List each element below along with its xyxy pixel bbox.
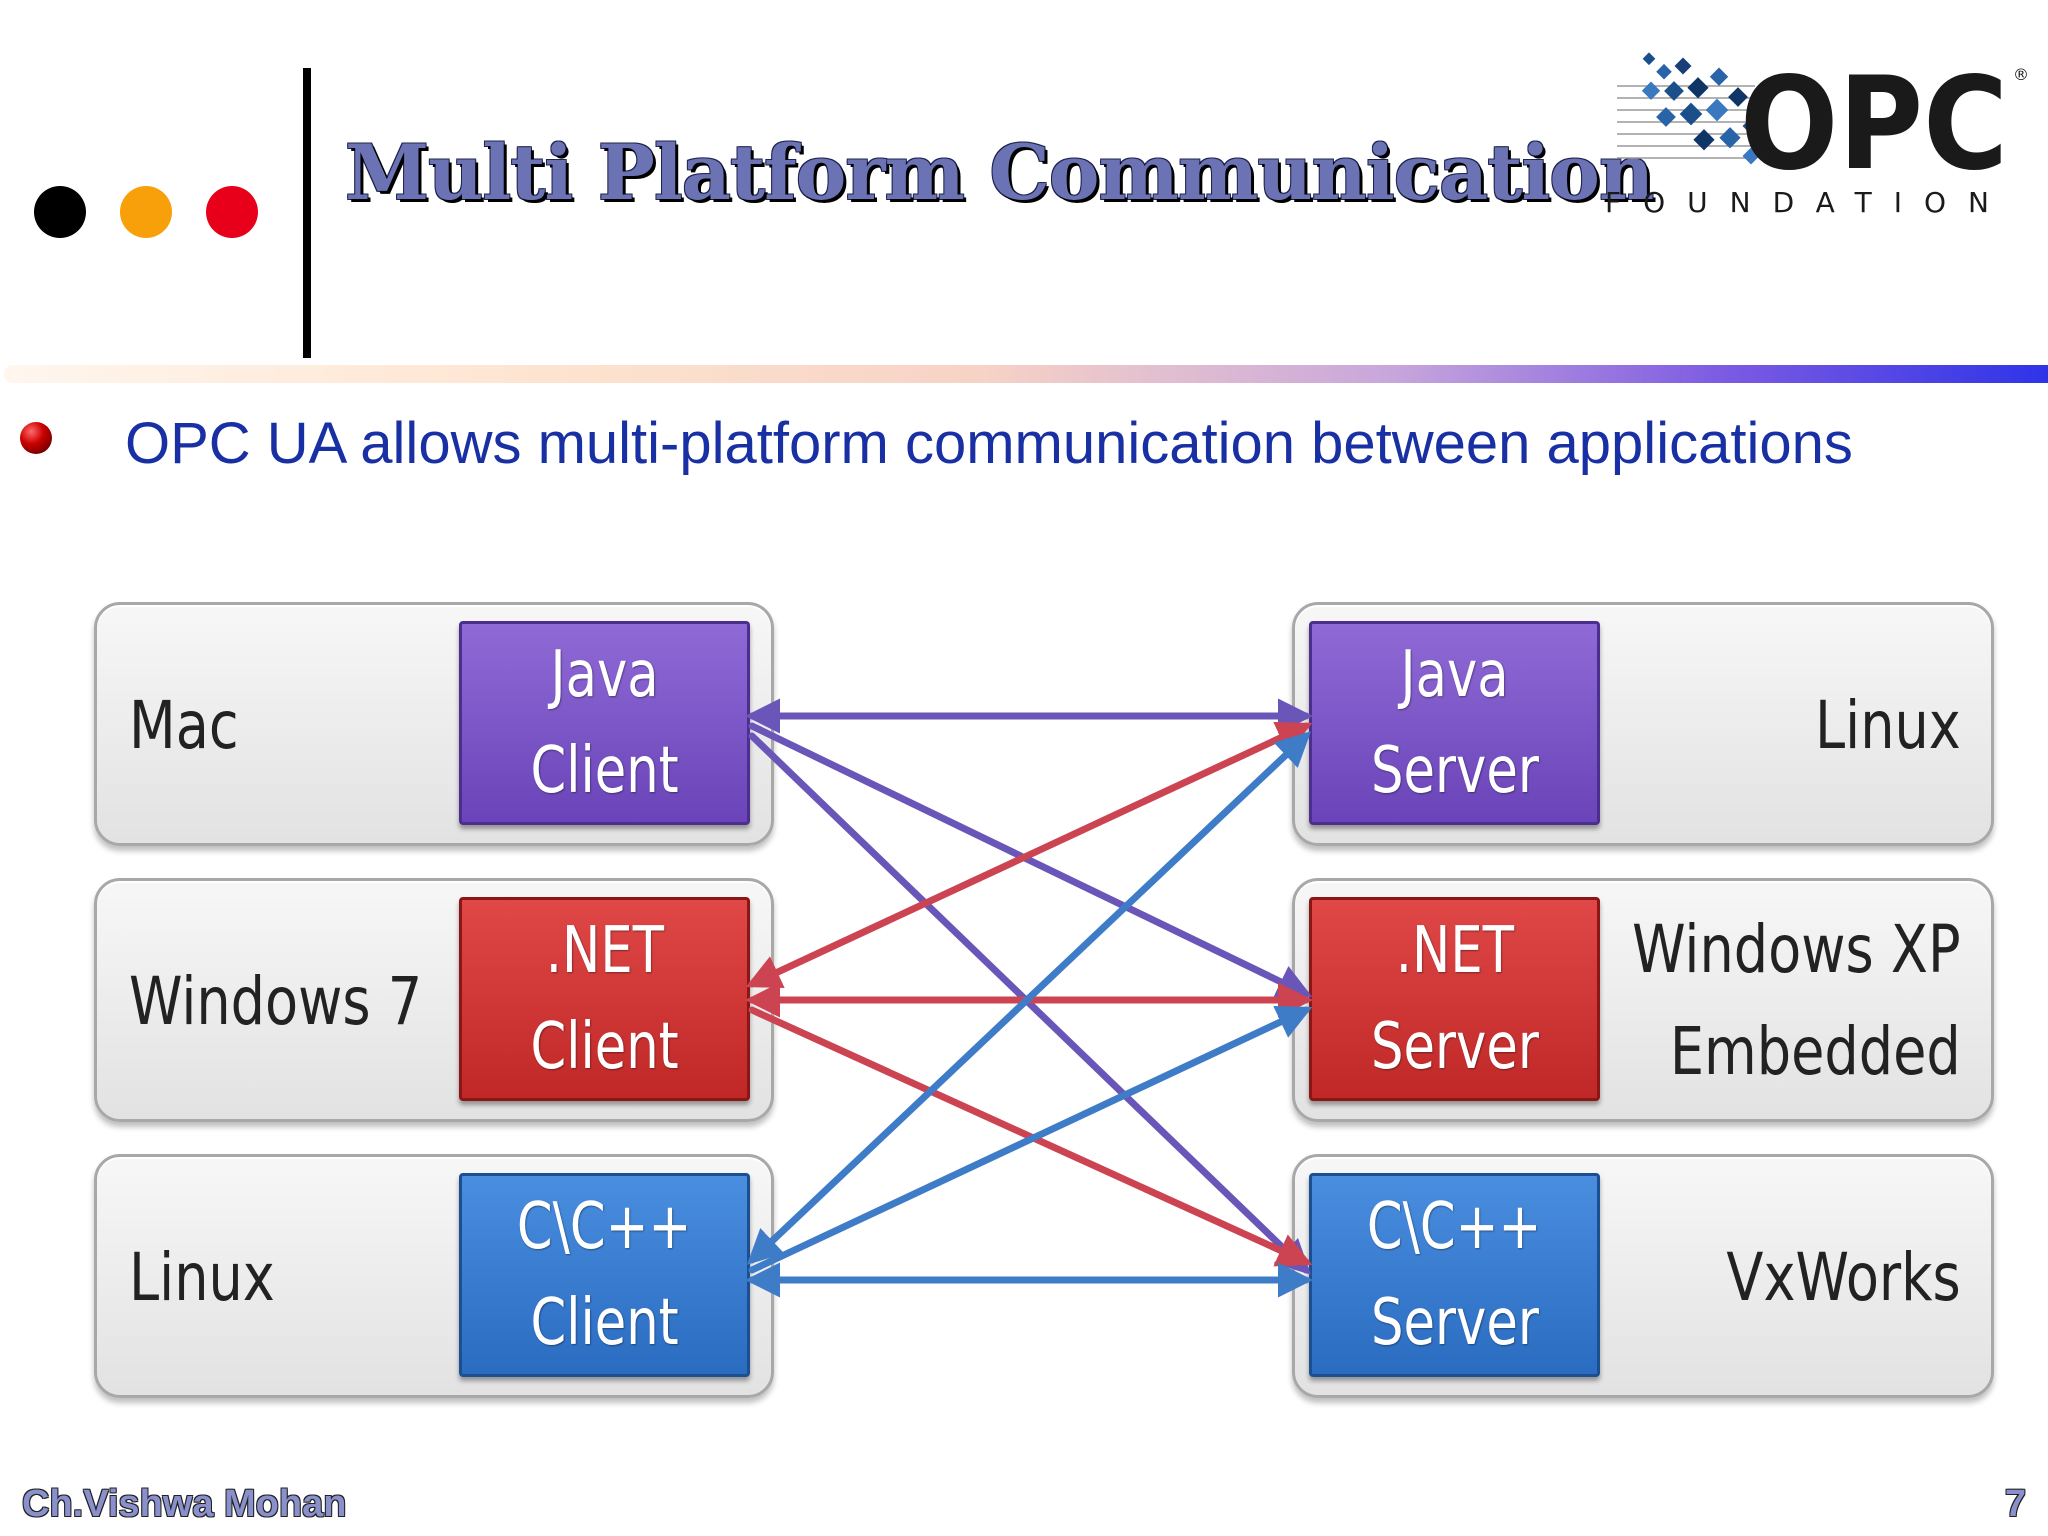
server-panel-vxworks: C\C++ Server VxWorks xyxy=(1292,1154,1994,1398)
net-server-line1: .NET xyxy=(1395,914,1514,988)
cpp-client-line1: C\C++ xyxy=(517,1190,692,1264)
server-os-label-line2: Embedded xyxy=(1670,1013,1961,1090)
client-os-label: Linux xyxy=(129,1239,275,1316)
opc-foundation-logo: OPC ® FOUNDATION xyxy=(1605,50,2029,219)
platform-diagram: Mac Java Client Windows 7 .NET Client Li… xyxy=(80,590,2010,1410)
client-panel-mac: Mac Java Client xyxy=(94,602,774,846)
connection-arrows xyxy=(745,698,1313,1298)
client-panel-windows7: Windows 7 .NET Client xyxy=(94,878,774,1122)
java-server-line2: Server xyxy=(1370,734,1539,808)
client-os-label: Windows 7 xyxy=(129,963,423,1040)
logo-registered-text: ® xyxy=(2013,65,2029,84)
java-client-box: Java Client xyxy=(459,621,750,825)
net-client-line1: .NET xyxy=(545,914,664,988)
black-dot xyxy=(34,186,86,238)
red-dot xyxy=(206,186,258,238)
java-client-line2: Client xyxy=(530,734,679,808)
author-name: Ch.Vishwa Mohan xyxy=(22,1483,347,1525)
client-os-label: Mac xyxy=(129,687,239,764)
java-server-line1: Java xyxy=(1400,638,1509,712)
server-panel-windows-xp: .NET Server Windows XP Embedded xyxy=(1292,878,1994,1122)
logo-foundation-text: FOUNDATION xyxy=(1605,186,2011,219)
server-os-label: Linux xyxy=(1815,687,1961,764)
bullet-text: OPC UA allows multi-platform communicati… xyxy=(125,411,1853,476)
server-os-label: VxWorks xyxy=(1726,1239,1961,1316)
java-client-line1: Java xyxy=(550,638,659,712)
cpp-server-line2: Server xyxy=(1370,1286,1539,1360)
arrow-cpp-client-java-server xyxy=(746,731,1312,1265)
net-client-line2: Client xyxy=(530,1010,679,1084)
header-divider xyxy=(303,68,311,358)
cpp-server-box: C\C++ Server xyxy=(1309,1173,1600,1377)
header-rule xyxy=(4,365,2048,383)
server-os-label-line1: Windows XP xyxy=(1632,911,1961,988)
client-panel-linux: Linux C\C++ Client xyxy=(94,1154,774,1398)
net-server-line2: Server xyxy=(1370,1010,1539,1084)
cpp-client-box: C\C++ Client xyxy=(459,1173,750,1377)
cpp-server-line1: C\C++ xyxy=(1367,1190,1542,1264)
java-server-box: Java Server xyxy=(1309,621,1600,825)
orange-dot xyxy=(120,186,172,238)
net-server-box: .NET Server xyxy=(1309,897,1600,1101)
cpp-client-line2: Client xyxy=(530,1286,679,1360)
logo-opc-text: OPC xyxy=(1740,50,2008,199)
page-number: 7 xyxy=(2004,1483,2026,1525)
bullet-icon xyxy=(20,422,52,454)
server-panel-linux: Java Server Linux xyxy=(1292,602,1994,846)
net-client-box: .NET Client xyxy=(459,897,750,1101)
arrow-cpp-client-net-server xyxy=(748,1006,1313,1274)
slide-title: Multi Platform Communication xyxy=(345,128,1654,217)
